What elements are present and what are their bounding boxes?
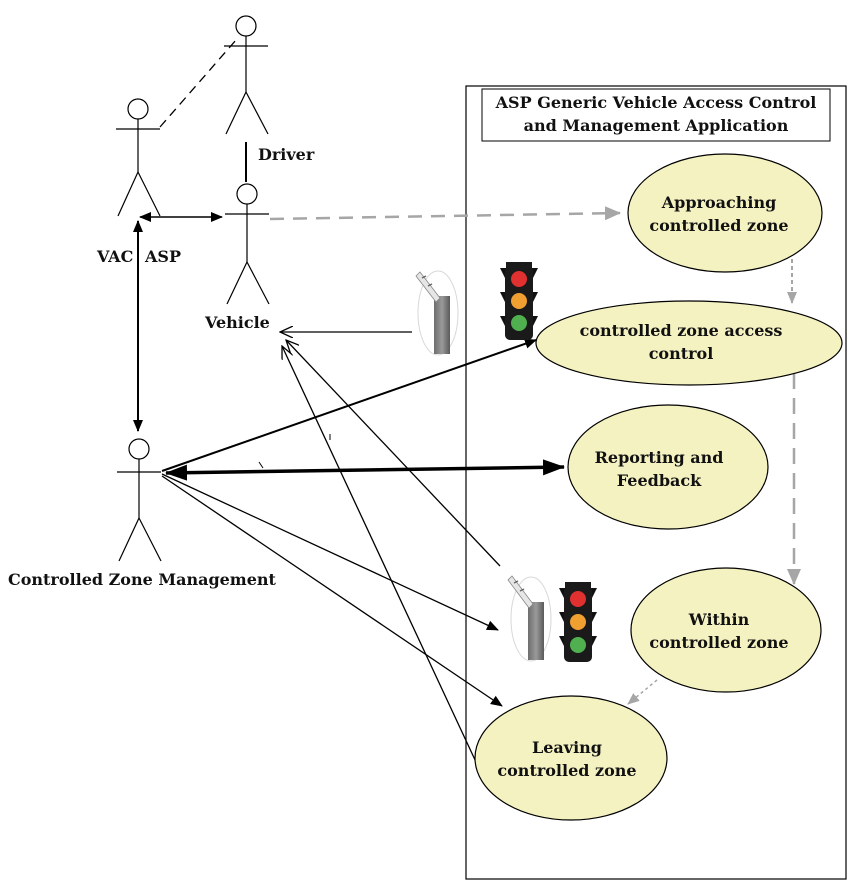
tick-mark bbox=[258, 461, 264, 469]
use-case-reporting-line2: Feedback bbox=[617, 471, 702, 490]
driver-vac-dashed-link bbox=[159, 39, 237, 128]
vac-asp-actor bbox=[116, 98, 161, 217]
management-actor bbox=[117, 438, 162, 562]
management-barrier-line bbox=[161, 473, 499, 631]
use-case-access-control bbox=[535, 300, 843, 386]
use-case-access-line1: controlled zone access bbox=[580, 321, 783, 340]
vehicle-approach-flow bbox=[269, 206, 621, 221]
use-case-approaching-line1: Approaching bbox=[661, 193, 777, 212]
use-case-reporting-line1: Reporting and bbox=[595, 448, 724, 467]
use-case-leaving-line2: controlled zone bbox=[497, 761, 636, 780]
use-case-within-line2: controlled zone bbox=[649, 633, 788, 652]
asp-label: ASP bbox=[144, 247, 181, 266]
use-case-reporting bbox=[567, 404, 769, 530]
traffic-light-icon bbox=[500, 262, 538, 340]
system-boundary bbox=[465, 85, 847, 880]
use-case-access-line2: control bbox=[649, 344, 714, 363]
barrier-gate-icon bbox=[507, 575, 552, 662]
vac-label: VAC bbox=[96, 247, 133, 266]
management-leaving-line bbox=[161, 475, 503, 707]
management-label: Controlled Zone Management bbox=[8, 570, 277, 589]
system-title-box bbox=[481, 88, 831, 142]
use-case-leaving bbox=[474, 695, 668, 821]
use-case-approaching-line2: controlled zone bbox=[649, 216, 788, 235]
traffic-light-icon bbox=[559, 582, 597, 662]
vehicle-label: Vehicle bbox=[204, 313, 270, 332]
use-case-within bbox=[630, 567, 822, 693]
vehicle-actor bbox=[225, 183, 270, 305]
management-access-line bbox=[161, 338, 537, 472]
management-reporting-line bbox=[165, 459, 565, 481]
driver-label: Driver bbox=[258, 145, 315, 164]
within-leaving-flow bbox=[627, 679, 658, 705]
use-case-approaching bbox=[627, 153, 823, 273]
system-title-line1: ASP Generic Vehicle Access Control bbox=[495, 93, 817, 112]
use-case-within-line1: Within bbox=[688, 610, 750, 629]
use-case-leaving-line1: Leaving bbox=[532, 738, 602, 757]
system-title-line2: and Management Application bbox=[524, 116, 789, 135]
barrier-gate-icon bbox=[415, 270, 459, 356]
barrier2-to-vehicle-line bbox=[286, 340, 501, 567]
leaving-to-vehicle-line bbox=[282, 346, 477, 763]
driver-actor bbox=[224, 15, 269, 135]
